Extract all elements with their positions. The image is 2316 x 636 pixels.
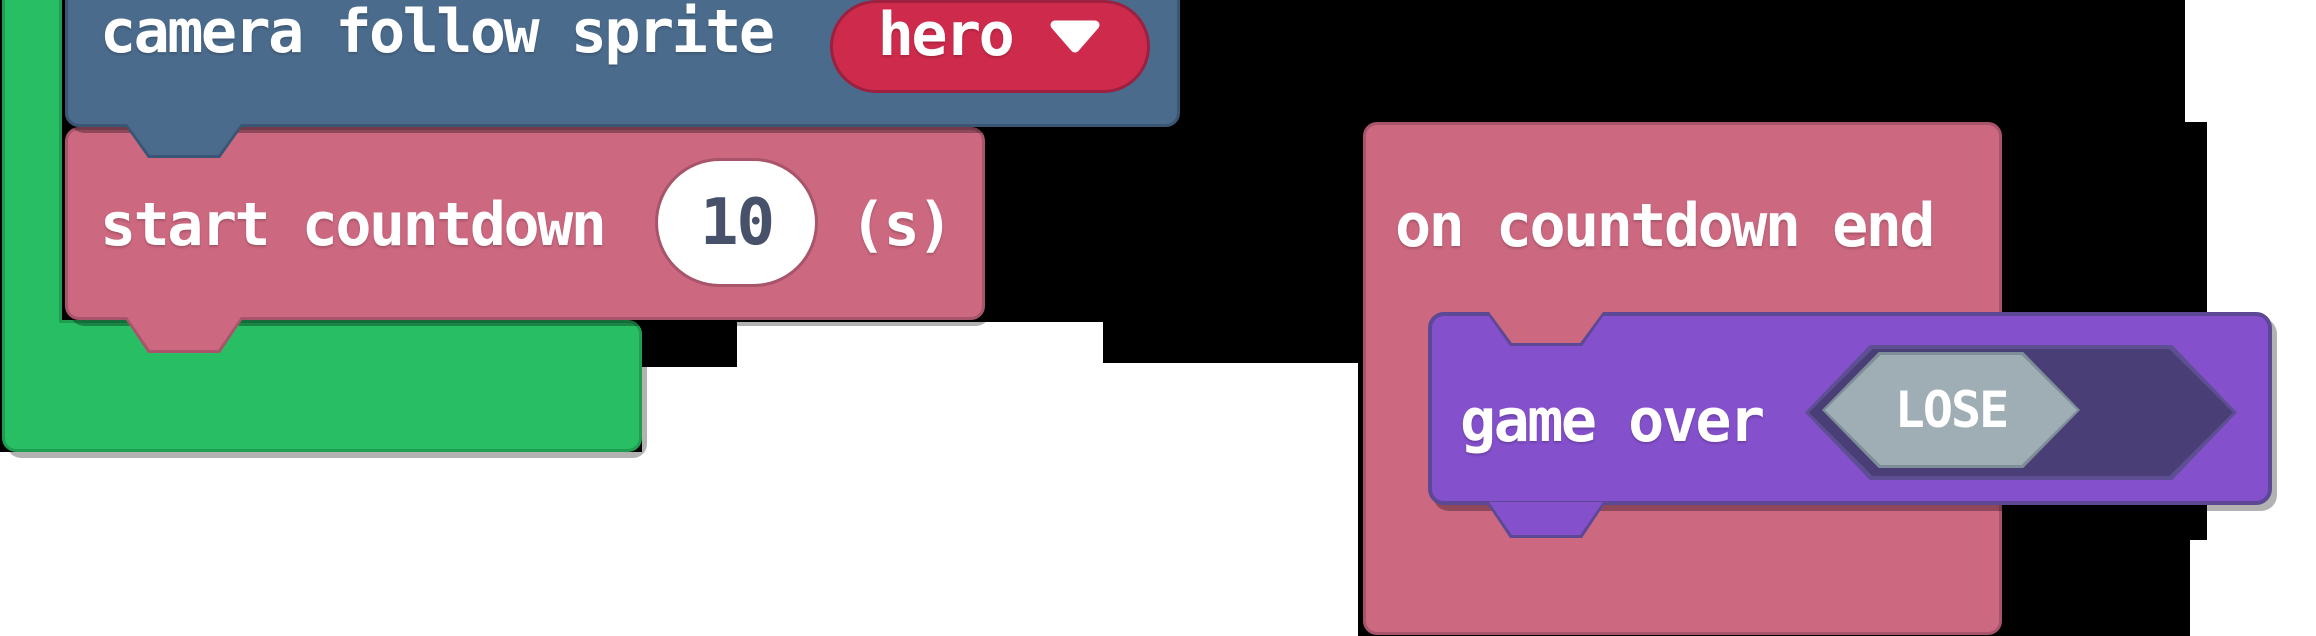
workspace-white-area	[737, 322, 1103, 636]
game-over-label: game over	[1460, 386, 1765, 456]
sprite-dropdown-value: hero	[877, 0, 1015, 70]
on-countdown-end-label: on countdown end	[1395, 191, 1935, 261]
workspace-white-area	[0, 452, 642, 636]
sprite-dropdown[interactable]: hero	[830, 0, 1150, 93]
game-over-result-hex	[1825, 355, 2077, 465]
start-countdown-label: start countdown	[100, 190, 607, 260]
start-countdown-block[interactable]: start countdown 10 (s)	[65, 127, 985, 353]
camera-follow-label: camera follow sprite	[100, 0, 775, 67]
countdown-duration-field[interactable]: 10	[655, 158, 818, 287]
workspace-white-area	[1103, 363, 1358, 636]
workspace-white-area	[2185, 0, 2207, 122]
workspace-white-area	[642, 367, 737, 636]
camera-follow-sprite-block[interactable]: camera follow sprite hero	[65, 0, 1180, 158]
on-start-container-spine[interactable]	[2, 0, 62, 323]
workspace-white-area	[2190, 540, 2207, 636]
countdown-duration-value: 10	[699, 185, 775, 260]
countdown-unit-label: (s)	[850, 190, 953, 260]
dropdown-arrow-icon	[1050, 20, 1100, 53]
block-connector-tab	[127, 124, 241, 155]
on-start-container-bottom[interactable]	[2, 320, 642, 452]
game-over-block[interactable]: game over LOSE	[1428, 312, 2272, 538]
game-over-result-value[interactable]: LOSE	[1894, 381, 2009, 439]
